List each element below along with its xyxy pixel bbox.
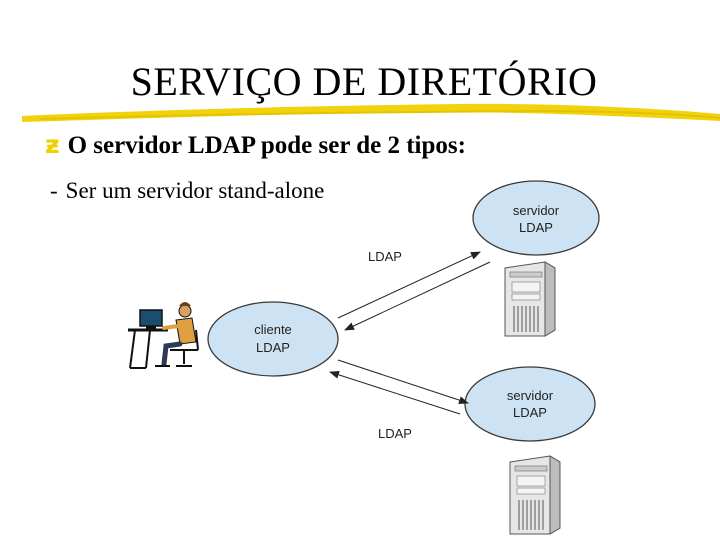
client-label-1: cliente	[254, 322, 292, 337]
arrow-top-server-to-client	[344, 261, 491, 331]
arrow-bottom-label: LDAP	[378, 426, 412, 441]
title-underline	[22, 103, 720, 122]
arrow-bottom-server-to-client	[329, 370, 461, 415]
server-top-label-2: LDAP	[519, 220, 553, 235]
server-bottom-ellipse: servidor LDAP	[464, 366, 596, 442]
server-tower-icon	[504, 261, 556, 337]
slide-title: SERVIÇO DE DIRETÓRIO	[130, 59, 598, 104]
user-at-computer-icon	[128, 302, 199, 369]
server-bottom-label-2: LDAP	[513, 405, 547, 420]
arrow-client-to-top-server	[337, 251, 481, 319]
client-ellipse: cliente LDAP	[207, 301, 339, 377]
sub-bullet-dash: -	[50, 178, 58, 203]
sub-bullet-text: Ser um servidor stand-alone	[65, 178, 325, 203]
bullet-text: O servidor LDAP pode ser de 2 tipos:	[67, 132, 466, 159]
client-label-2: LDAP	[256, 340, 290, 355]
arrow-top-label: LDAP	[368, 249, 402, 264]
server-tower-icon	[509, 455, 561, 535]
arrow-client-to-bottom-server	[337, 359, 469, 404]
server-bottom-label-1: servidor	[507, 388, 554, 403]
server-top-ellipse: servidor LDAP	[472, 180, 600, 256]
sub-bullet-item: -Ser um servidor stand-alone	[50, 178, 324, 204]
bullet-item: ƶ O servidor LDAP pode ser de 2 tipos:	[45, 130, 466, 160]
server-top-label-1: servidor	[513, 203, 560, 218]
z-bullet-icon: ƶ	[45, 130, 60, 159]
